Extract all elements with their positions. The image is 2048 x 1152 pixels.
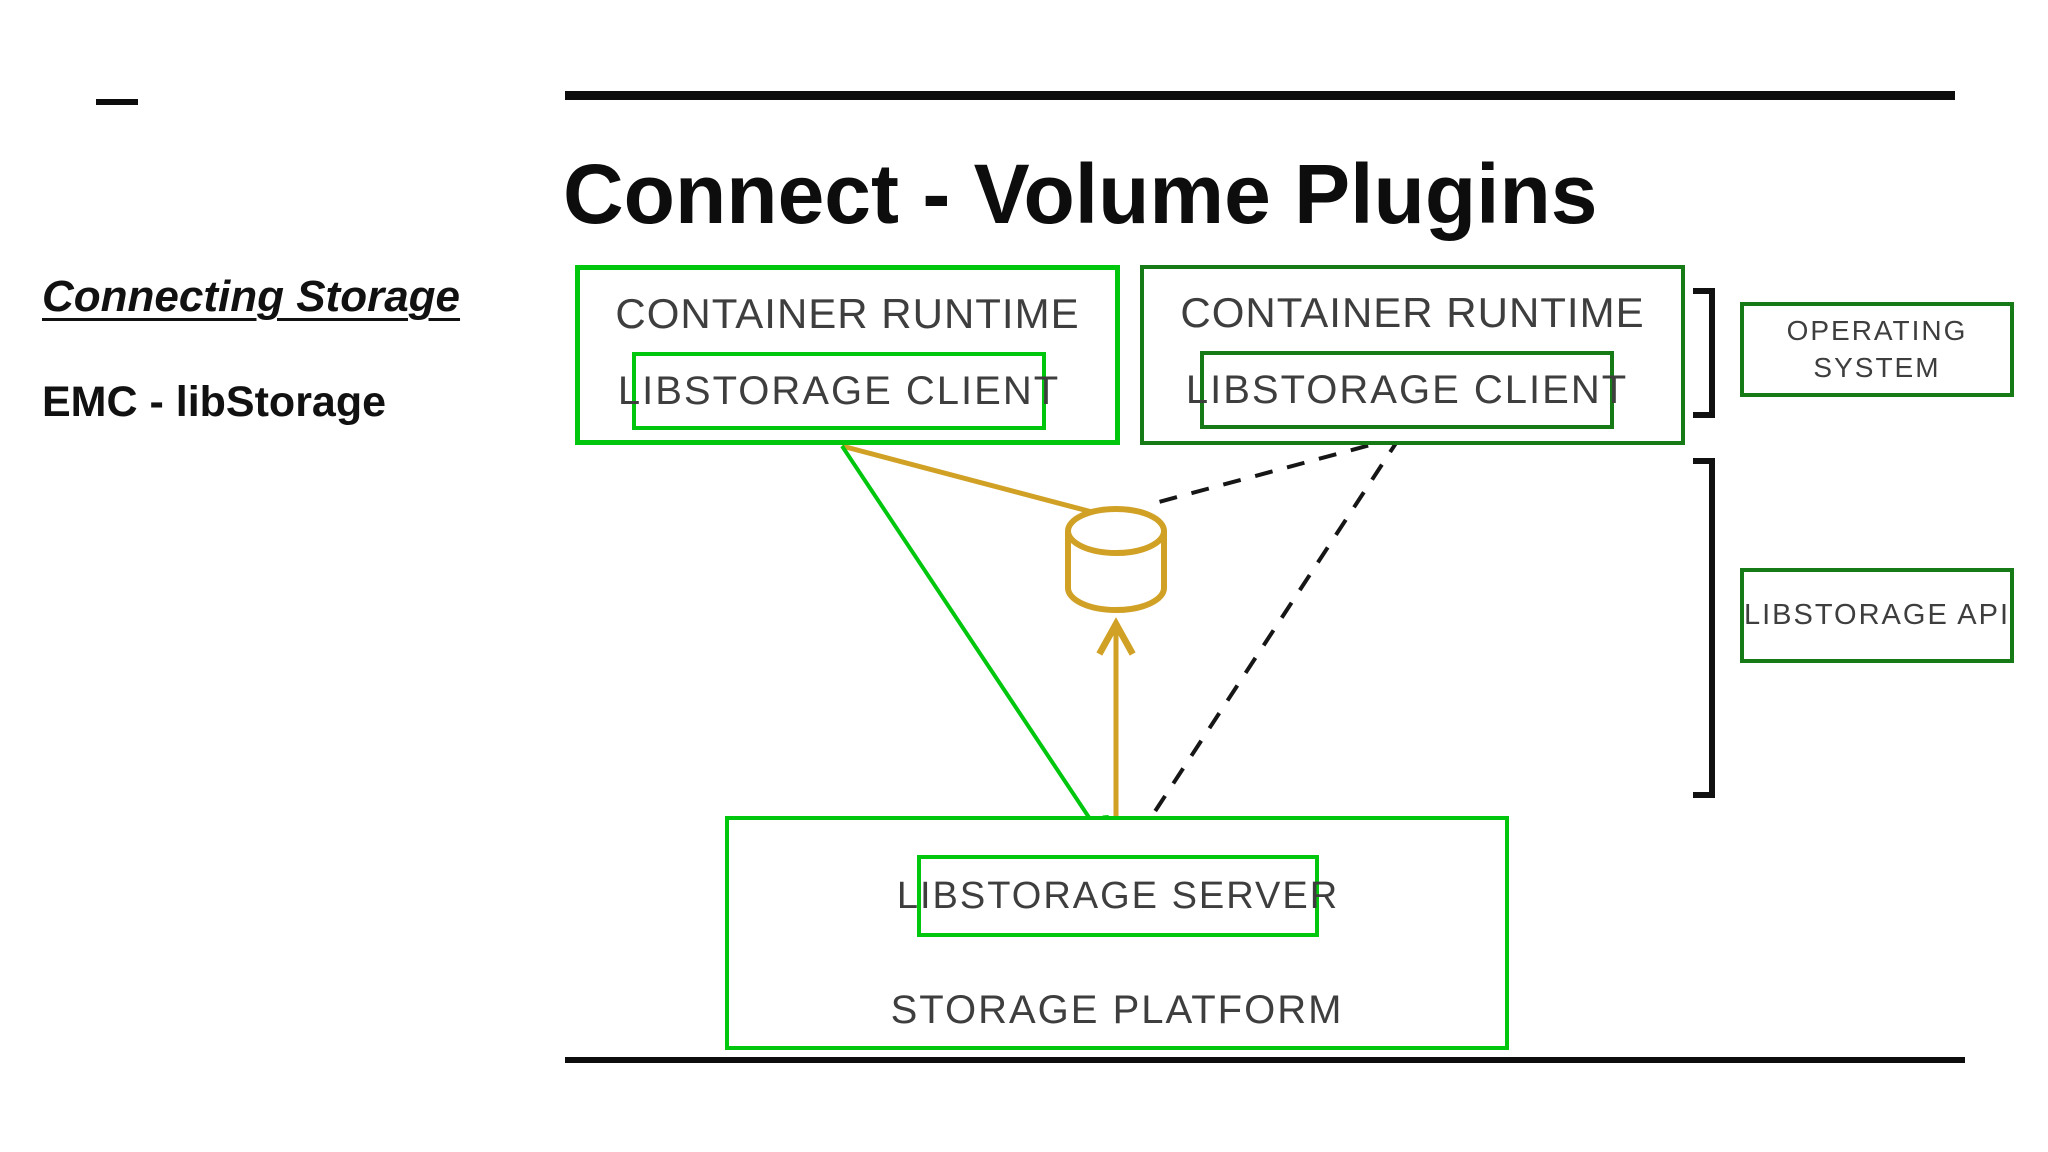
libstorage-client-label: LIBSTORAGE CLIENT — [617, 368, 1061, 413]
green-arrow-left-client-to-server — [840, 444, 1108, 846]
libstorage-client-label: LIBSTORAGE CLIENT — [1185, 367, 1629, 412]
operating-system-label: OPERATING SYSTEM — [1786, 315, 1968, 383]
libstorage-api-bracket — [1693, 458, 1715, 798]
bottom-rule — [565, 1057, 1965, 1063]
libstorage-client-box-left: LIBSTORAGE CLIENT — [618, 352, 1058, 430]
libstorage-server-label: LIBSTORAGE SERVER — [896, 874, 1340, 917]
container-runtime-box-right: CONTAINER RUNTIME LIBSTORAGE CLIENT — [1140, 265, 1685, 445]
storage-platform-label: STORAGE PLATFORM — [890, 988, 1344, 1032]
storage-platform-box: LIBSTORAGE SERVER STORAGE PLATFORM — [725, 816, 1509, 1050]
slide-title: Connect - Volume Plugins — [563, 147, 1598, 241]
libstorage-api-box: LIBSTORAGE API — [1740, 568, 2014, 663]
container-runtime-label: CONTAINER RUNTIME — [615, 290, 1080, 337]
container-runtime-box-left: CONTAINER RUNTIME LIBSTORAGE CLIENT — [575, 265, 1120, 445]
top-rule — [565, 91, 1955, 100]
sidebar-subheading: EMC - libStorage — [42, 378, 387, 426]
libstorage-api-label: LIBSTORAGE API — [1744, 599, 2011, 631]
gold-line-left-client-to-database — [841, 443, 1093, 515]
operating-system-bracket — [1693, 288, 1715, 418]
dashed-arrow-right-client-to-server — [1133, 435, 1402, 845]
libstorage-server-box: LIBSTORAGE SERVER — [897, 855, 1337, 937]
libstorage-client-box-right: LIBSTORAGE CLIENT — [1186, 351, 1626, 429]
top-left-dash — [96, 99, 138, 105]
sidebar-heading: Connecting Storage — [42, 272, 461, 321]
container-runtime-label: CONTAINER RUNTIME — [1180, 289, 1645, 336]
database-cylinder-icon — [1065, 506, 1167, 613]
dashed-line-right-client-to-database — [1154, 435, 1401, 505]
operating-system-box: OPERATING SYSTEM — [1740, 302, 2014, 397]
